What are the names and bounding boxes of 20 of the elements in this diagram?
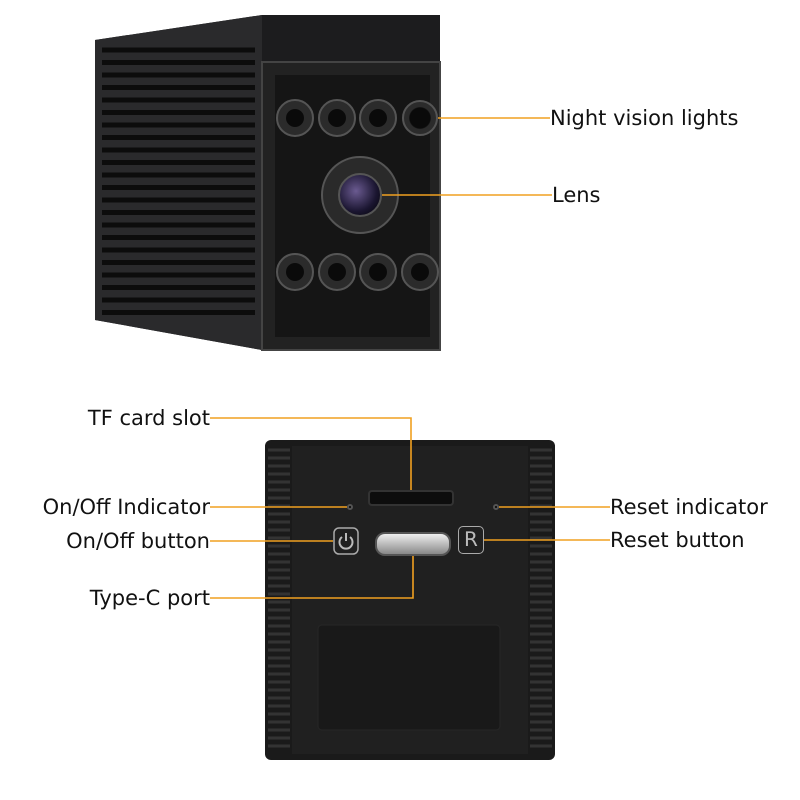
part-label: On/Off Indicator	[42, 493, 210, 521]
usb-port	[375, 532, 451, 556]
part-label: TF card slot	[88, 404, 210, 432]
part-label: Reset button	[610, 526, 745, 554]
part-label: Lens	[552, 181, 601, 209]
part-label: Night vision lights	[550, 104, 738, 132]
leader-line	[210, 417, 412, 490]
part-label: Type-C port	[90, 584, 210, 612]
leader-line	[438, 117, 550, 119]
part-label: Reset indicator	[610, 493, 768, 521]
reset-button: R	[458, 526, 484, 554]
leader-line	[210, 506, 347, 508]
leader-line	[484, 539, 610, 541]
leader-line	[382, 194, 552, 196]
card-slot	[368, 490, 454, 506]
part-label: On/Off button	[66, 527, 210, 555]
power-button-icon	[333, 527, 359, 555]
leader-line	[210, 556, 414, 599]
leader-line	[499, 506, 610, 508]
leader-line	[210, 540, 333, 542]
